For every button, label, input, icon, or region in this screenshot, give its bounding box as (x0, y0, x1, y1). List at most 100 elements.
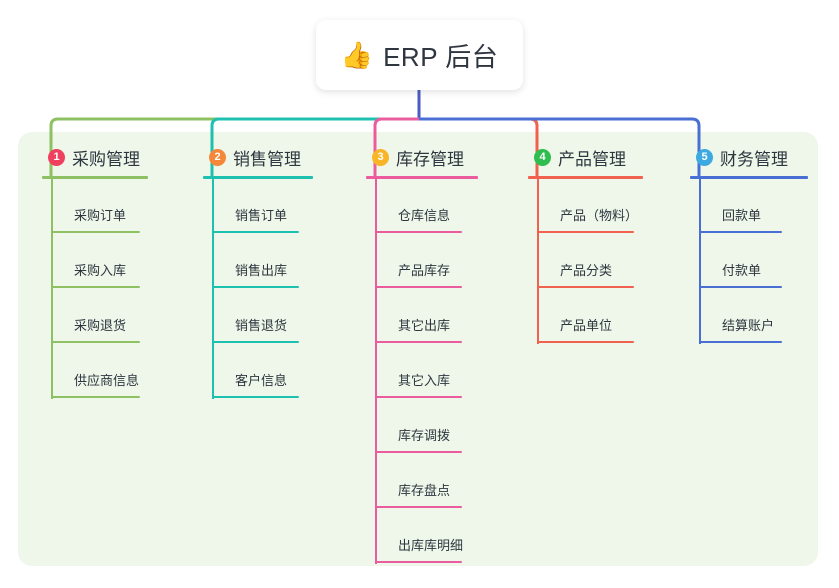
branch-spine (699, 179, 701, 344)
leaf-label: 产品（物料） (560, 208, 639, 223)
leaf-node[interactable]: 库存盘点 (366, 480, 462, 508)
branch-2: 2 销售管理销售订单销售出库销售退货客户信息 (203, 144, 313, 399)
branch-number-badge: 3 (372, 148, 389, 166)
branch-title: 销售管理 (233, 149, 301, 169)
leaf-node[interactable]: 采购订单 (42, 205, 140, 233)
leaf-label: 销售出库 (235, 263, 288, 278)
leaf-label: 产品库存 (398, 263, 451, 278)
leaf-label: 其它出库 (398, 318, 451, 333)
branch-items: 产品（物料） 产品分类产品单位 (528, 179, 643, 344)
leaf-node[interactable]: 结算账户 (690, 315, 782, 343)
leaf-label: 销售退货 (235, 318, 288, 333)
leaf-node[interactable]: 供应商信息 (42, 370, 140, 398)
leaf-rule (376, 451, 462, 453)
branch-items: 仓库信息产品库存其它出库其它入库库存调拨库存盘点出库库明细 (366, 179, 478, 564)
branch-spine (212, 179, 214, 399)
branch-number-badge: 2 (209, 148, 226, 166)
leaf-node[interactable]: 产品分类 (528, 260, 634, 288)
leaf-label: 产品单位 (560, 318, 613, 333)
leaf-label: 采购订单 (74, 208, 127, 223)
leaf-node[interactable]: 产品库存 (366, 260, 462, 288)
branch-3: 3 库存管理仓库信息产品库存其它出库其它入库库存调拨库存盘点出库库明细 (366, 144, 478, 564)
leaf-label: 采购入库 (74, 263, 127, 278)
leaf-node[interactable]: 其它出库 (366, 315, 462, 343)
branch-header-rule (366, 176, 478, 179)
leaf-node[interactable]: 采购入库 (42, 260, 140, 288)
branch-header-5[interactable]: 5 财务管理 (690, 144, 808, 170)
branch-1: 1 采购管理采购订单采购入库采购退货供应商信息 (42, 144, 148, 399)
branch-header-rule (42, 176, 148, 179)
leaf-node[interactable]: 销售出库 (203, 260, 299, 288)
leaf-rule (52, 231, 140, 233)
leaf-rule (52, 396, 140, 398)
branch-header-rule (203, 176, 313, 179)
root-node[interactable]: 👍 ERP 后台 (316, 20, 523, 90)
branch-title: 采购管理 (72, 149, 140, 169)
branch-header-rule (528, 176, 643, 179)
leaf-node[interactable]: 回款单 (690, 205, 782, 233)
branch-spine (51, 179, 53, 399)
leaf-label: 库存盘点 (398, 483, 451, 498)
branch-header-4[interactable]: 4 产品管理 (528, 144, 643, 170)
leaf-rule (376, 506, 462, 508)
branch-number-badge: 5 (696, 148, 713, 166)
leaf-rule (52, 286, 140, 288)
branch-title: 产品管理 (558, 149, 626, 169)
leaf-node[interactable]: 采购退货 (42, 315, 140, 343)
leaf-rule (376, 396, 462, 398)
leaf-rule (700, 341, 782, 343)
branch-number-badge: 1 (48, 148, 65, 166)
leaf-label: 仓库信息 (398, 208, 451, 223)
branch-5: 5 财务管理回款单付款单结算账户 (690, 144, 808, 344)
leaf-label: 结算账户 (722, 318, 775, 333)
branch-items: 采购订单采购入库采购退货供应商信息 (42, 179, 148, 399)
leaf-label: 供应商信息 (74, 373, 140, 388)
leaf-rule (700, 231, 782, 233)
leaf-label: 客户信息 (235, 373, 288, 388)
leaf-node[interactable]: 产品单位 (528, 315, 634, 343)
leaf-rule (213, 286, 299, 288)
branch-title: 库存管理 (396, 149, 464, 169)
leaf-label: 其它入库 (398, 373, 451, 388)
leaf-rule (376, 286, 462, 288)
branch-items: 回款单付款单结算账户 (690, 179, 808, 344)
leaf-rule (700, 286, 782, 288)
leaf-node[interactable]: 仓库信息 (366, 205, 462, 233)
leaf-label: 回款单 (722, 208, 762, 223)
leaf-rule (376, 341, 462, 343)
leaf-rule (213, 231, 299, 233)
branch-header-rule (690, 176, 808, 179)
branch-spine (537, 179, 539, 344)
leaf-rule (376, 561, 462, 563)
branch-header-2[interactable]: 2 销售管理 (203, 144, 313, 170)
leaf-label: 产品分类 (560, 263, 613, 278)
leaf-node[interactable]: 产品（物料） (528, 205, 638, 233)
branch-spine (375, 179, 377, 564)
root-title: ERP 后台 (383, 41, 499, 72)
leaf-rule (213, 341, 299, 343)
leaf-rule (213, 396, 299, 398)
leaf-label: 付款单 (722, 263, 762, 278)
thumbs-up-icon: 👍 (340, 40, 374, 70)
leaf-node[interactable]: 付款单 (690, 260, 782, 288)
leaf-rule (538, 231, 634, 233)
leaf-node[interactable]: 出库库明细 (366, 535, 463, 563)
branch-items: 销售订单销售出库销售退货客户信息 (203, 179, 313, 399)
leaf-node[interactable]: 销售订单 (203, 205, 299, 233)
branch-header-3[interactable]: 3 库存管理 (366, 144, 478, 170)
leaf-label: 出库库明细 (398, 538, 464, 553)
branch-header-1[interactable]: 1 采购管理 (42, 144, 148, 170)
leaf-node[interactable]: 客户信息 (203, 370, 299, 398)
leaf-node[interactable]: 其它入库 (366, 370, 462, 398)
leaf-node[interactable]: 销售退货 (203, 315, 299, 343)
leaf-node[interactable]: 库存调拨 (366, 425, 462, 453)
leaf-rule (376, 231, 462, 233)
leaf-label: 采购退货 (74, 318, 127, 333)
branch-4: 4 产品管理产品（物料） 产品分类产品单位 (528, 144, 643, 344)
branch-title: 财务管理 (720, 149, 788, 169)
leaf-label: 库存调拨 (398, 428, 451, 443)
branch-number-badge: 4 (534, 148, 551, 166)
leaf-rule (538, 286, 634, 288)
leaf-rule (538, 341, 634, 343)
